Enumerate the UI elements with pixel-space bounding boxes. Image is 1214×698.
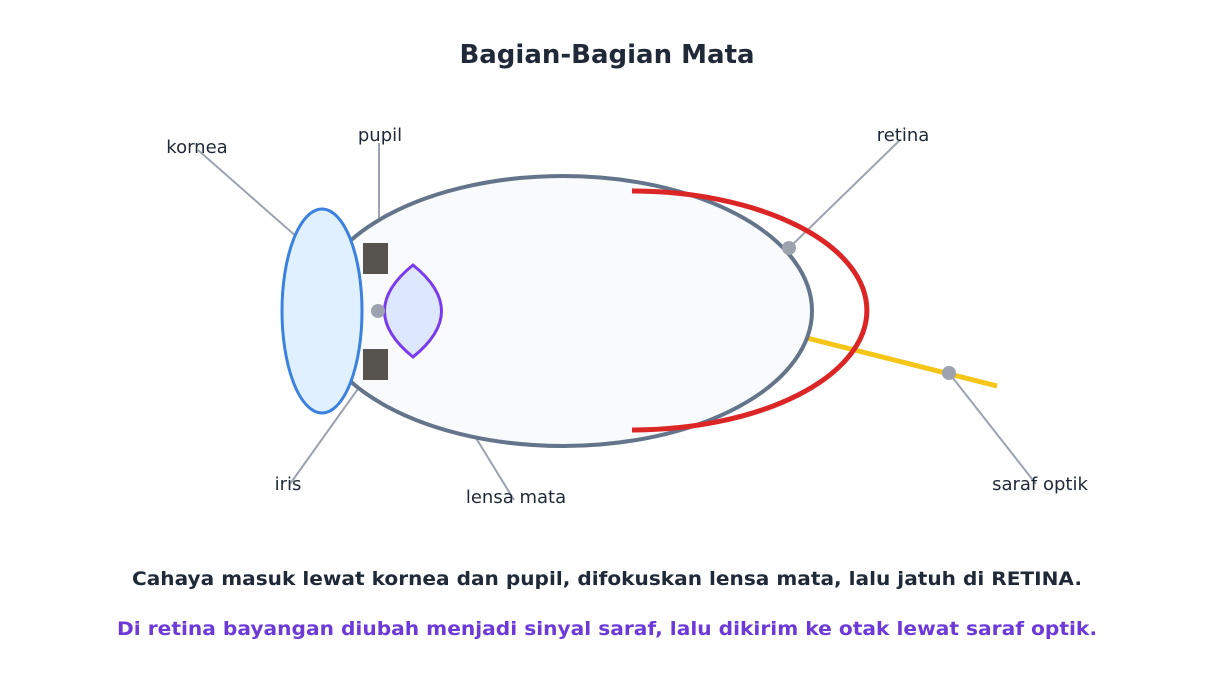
pupil-anchor-dot bbox=[371, 304, 385, 318]
lensa-leader-line bbox=[475, 437, 515, 501]
caption-line-1: Cahaya masuk lewat kornea dan pupil, dif… bbox=[132, 568, 1082, 590]
iris-leader-line bbox=[289, 385, 361, 485]
retina-arc bbox=[631, 188, 870, 433]
caption-line-2: Di retina bayangan diubah menjadi sinyal… bbox=[117, 618, 1097, 640]
retina-label: retina bbox=[877, 125, 930, 146]
pupil-label: pupil bbox=[358, 125, 402, 146]
iris-lower bbox=[363, 349, 388, 380]
saraf-optik-label: saraf optik bbox=[992, 474, 1088, 495]
kornea-leader-line bbox=[197, 149, 299, 239]
optic-nerve-anchor-dot bbox=[942, 366, 956, 380]
iris-label: iris bbox=[275, 474, 302, 495]
retina-anchor-dot bbox=[782, 241, 796, 255]
cornea bbox=[280, 207, 364, 415]
lensa-mata-label: lensa mata bbox=[466, 487, 566, 508]
diagram-title: Bagian-Bagian Mata bbox=[459, 40, 754, 70]
lens bbox=[383, 263, 443, 359]
iris-upper bbox=[363, 243, 388, 274]
saraf-leader-line bbox=[948, 372, 1037, 485]
kornea-label: kornea bbox=[166, 137, 227, 158]
optic-nerve bbox=[798, 333, 998, 389]
